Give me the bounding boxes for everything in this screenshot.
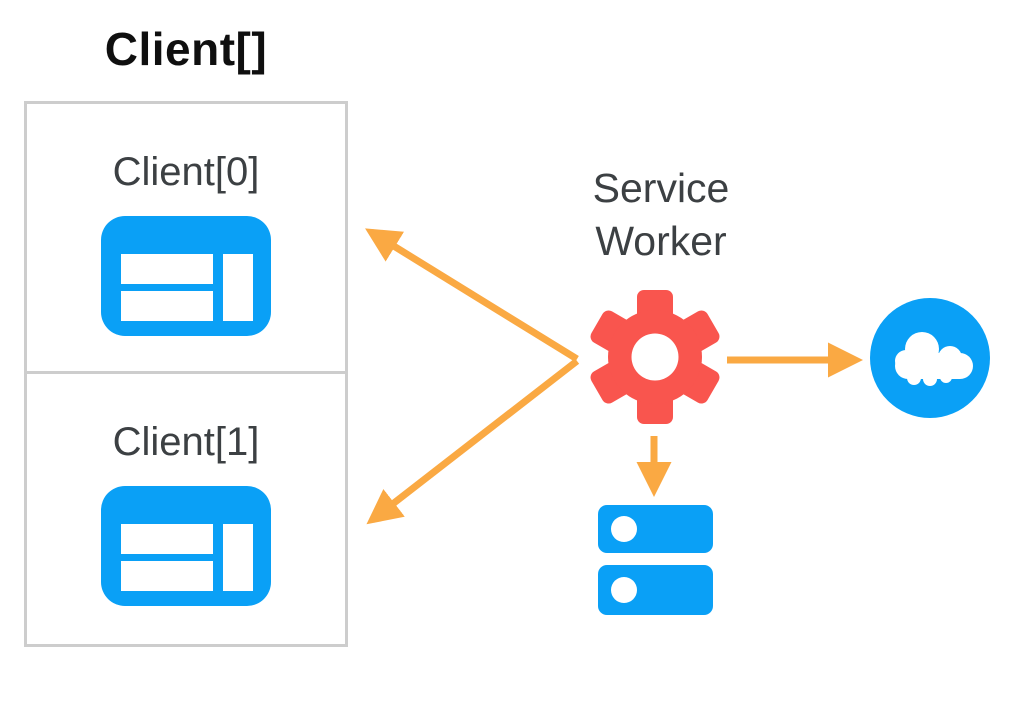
client-1-cell: Client[1] (27, 374, 345, 644)
clients-container: Client[0] Client[1] (24, 101, 348, 647)
client-0-cell: Client[0] (27, 104, 345, 374)
browser-window-icon (101, 216, 271, 336)
clients-group-title: Client[] (104, 23, 268, 75)
cloud-icon (870, 298, 990, 418)
browser-window-icon (101, 486, 271, 606)
gear-icon (590, 290, 720, 424)
client-1-label: Client[1] (112, 420, 260, 464)
client-0-label: Client[0] (112, 150, 260, 194)
arrow-service-worker-to-client-1 (366, 358, 580, 525)
service-worker-label: Service Worker (592, 165, 730, 264)
storage-server-icon (598, 505, 713, 615)
arrow-service-worker-to-client-0 (365, 228, 579, 362)
